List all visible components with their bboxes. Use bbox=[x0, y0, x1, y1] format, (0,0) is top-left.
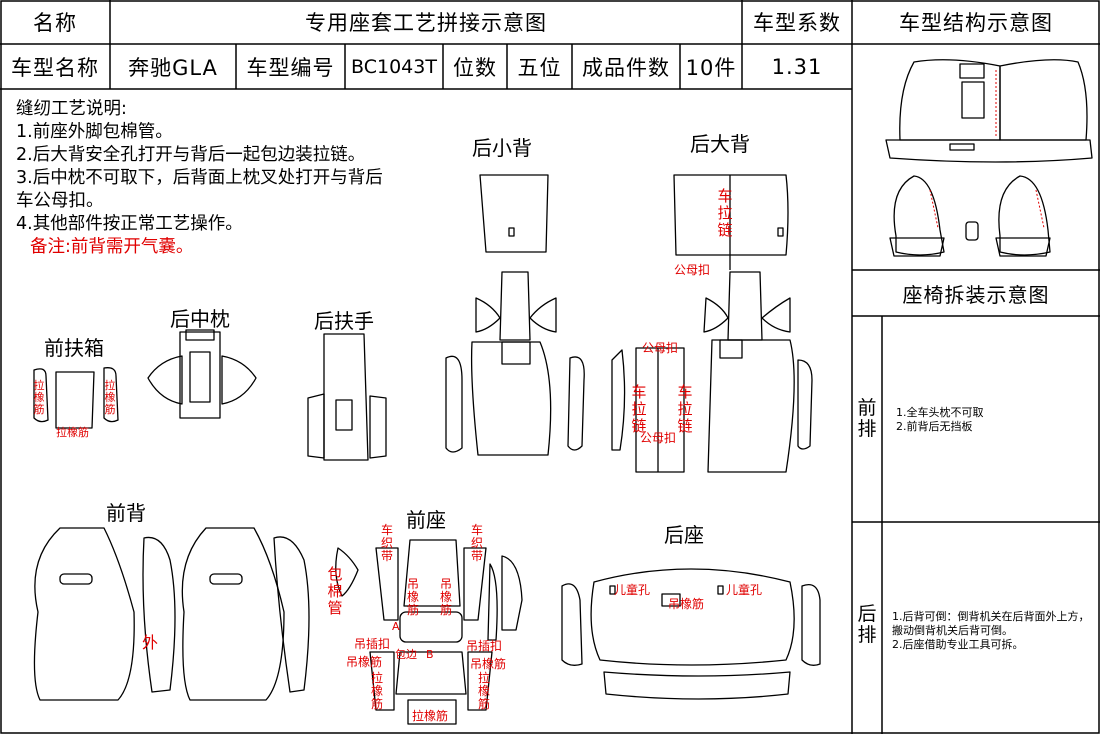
annot-b: B bbox=[426, 648, 434, 661]
note-remark: 备注:前背需开气囊。 bbox=[30, 237, 194, 257]
annot-child-left: 儿童孔 bbox=[614, 583, 651, 597]
annot-zipper-big-back: 车拉链 bbox=[717, 187, 733, 239]
front-notes: 1.全车头枕不可取 2.前背后无挡板 bbox=[896, 406, 1092, 434]
annot-outer: 外 bbox=[142, 633, 159, 652]
coef-label: 车型系数 bbox=[753, 11, 841, 35]
annot-child-right: 儿童孔 bbox=[726, 583, 763, 597]
annot-snap-lower: 公母扣 bbox=[640, 431, 677, 445]
annot-belt-right: 车织带 bbox=[471, 523, 484, 563]
disassembly-title: 座椅拆装示意图 bbox=[902, 282, 1050, 307]
rear-row-label: 后排 bbox=[857, 603, 877, 646]
coef-value: 1.31 bbox=[771, 54, 823, 79]
rear-small-back-pieces bbox=[445, 174, 585, 456]
annot-zipper-right: 车拉链 bbox=[677, 383, 693, 435]
annot-a: A bbox=[392, 620, 400, 633]
section-front-seat: 前座 bbox=[406, 508, 446, 532]
annot-snap-upper: 公母扣 bbox=[642, 341, 679, 355]
annot-elastic-armbox-right: 拉橡筋 bbox=[104, 379, 116, 416]
pieces-label: 成品件数 bbox=[582, 55, 670, 80]
seats-label: 位数 bbox=[453, 55, 497, 80]
notes-title: 缝纫工艺说明: bbox=[16, 99, 127, 119]
annot-hang-elastic-left: 吊橡筋 bbox=[346, 655, 383, 669]
note-item: 1.前座外脚包棉管。 bbox=[16, 122, 173, 142]
model-no-label: 车型编号 bbox=[246, 55, 335, 80]
front-note: 2.前背后无挡板 bbox=[896, 420, 973, 433]
name-label: 名称 bbox=[33, 11, 77, 35]
section-rear-armrest: 后扶手 bbox=[314, 309, 374, 333]
annot-hang-elastic-1: 吊橡筋 bbox=[407, 577, 420, 617]
section-rear-seat: 后座 bbox=[664, 523, 704, 547]
annot-zipper-left: 车拉链 bbox=[631, 383, 647, 435]
note-item: 4.其他部件按正常工艺操作。 bbox=[16, 214, 243, 234]
rear-notes: 1.后背可倒：倒背机关在后背面外上方，搬动倒背机关后背可倒。 2.后座借助专业工… bbox=[892, 610, 1092, 652]
section-front-armbox: 前扶箱 bbox=[44, 336, 104, 360]
note-item: 3.后中枕不可取下，后背面上枕叉处打开与背后 bbox=[16, 168, 383, 188]
annot-elastic-armbox-bottom: 拉橡筋 bbox=[56, 426, 89, 439]
front-row-label: 前排 bbox=[857, 397, 877, 440]
annot-hang-plug-right: 吊插扣 bbox=[466, 639, 503, 653]
annot-elastic-armbox-left: 拉橡筋 bbox=[33, 379, 45, 416]
car-structure-sketch bbox=[885, 59, 1093, 257]
front-note: 1.全车头枕不可取 bbox=[896, 406, 984, 419]
front-seat-pieces bbox=[335, 539, 523, 725]
note-item: 2.后大背安全孔打开与背后一起包边装拉链。 bbox=[16, 145, 366, 165]
seats-value: 五位 bbox=[517, 55, 562, 80]
pieces-value: 10件 bbox=[685, 55, 737, 80]
rear-note: 2.后座借助专业工具可拆。 bbox=[892, 638, 1024, 651]
rear-note: 1.后背可倒：倒背机关在后背面外上方，搬动倒背机关后背可倒。 bbox=[892, 610, 1090, 637]
rear-big-back-pieces bbox=[611, 174, 813, 473]
note-item: 车公母扣。 bbox=[16, 191, 104, 211]
annot-wrap: 包边 bbox=[395, 648, 417, 661]
section-rear-small-back: 后小背 bbox=[472, 136, 532, 160]
annot-snap-big-back: 公母扣 bbox=[674, 263, 711, 277]
model-no-value: BC1043T bbox=[351, 55, 437, 78]
section-rear-mid-pillow: 后中枕 bbox=[170, 307, 230, 331]
model-name-label: 车型名称 bbox=[11, 55, 99, 80]
front-back-pieces bbox=[33, 527, 310, 701]
section-rear-big-back: 后大背 bbox=[690, 132, 750, 156]
rear-mid-pillow-pieces bbox=[147, 329, 257, 419]
annot-belt-left: 车织带 bbox=[381, 523, 394, 563]
annot-hang-plug-left: 吊插扣 bbox=[354, 637, 391, 651]
annot-elastic-left: 拉橡筋 bbox=[371, 671, 384, 711]
front-armbox-pieces bbox=[33, 367, 119, 429]
annot-cotton: 包棉管 bbox=[327, 565, 343, 617]
annot-hang-elastic-right: 吊橡筋 bbox=[470, 657, 507, 671]
annot-elastic-bottom: 拉橡筋 bbox=[412, 709, 449, 723]
structure-label: 车型结构示意图 bbox=[899, 11, 1053, 35]
model-name-value: 奔驰GLA bbox=[128, 55, 218, 80]
annot-elastic-right: 拉橡筋 bbox=[478, 671, 491, 711]
rear-armrest-pieces bbox=[307, 333, 387, 461]
section-front-back: 前背 bbox=[106, 501, 146, 525]
rear-seat-pieces bbox=[561, 568, 821, 700]
annot-hang-elastic-rear: 吊橡筋 bbox=[668, 597, 705, 611]
annot-hang-elastic-2: 吊橡筋 bbox=[440, 577, 453, 617]
page-title: 专用座套工艺拼接示意图 bbox=[305, 11, 547, 35]
sewing-notes: 缝纫工艺说明: 1.前座外脚包棉管。 2.后大背安全孔打开与背后一起包边装拉链。… bbox=[16, 98, 466, 259]
